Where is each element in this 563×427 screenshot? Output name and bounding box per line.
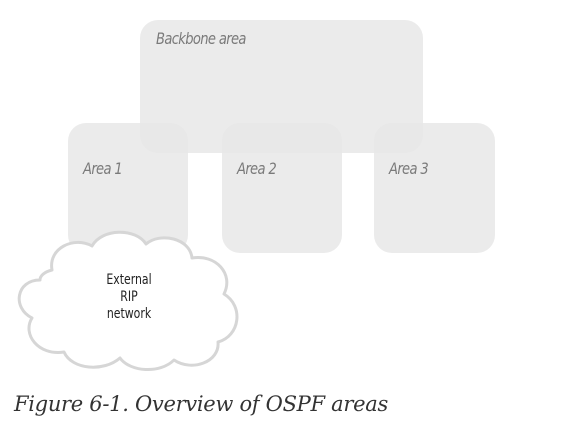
area-1-label: Area 1 [83, 159, 123, 178]
backbone-area-label: Backbone area [156, 29, 246, 48]
external-network-cloud-icon [17, 230, 239, 372]
area-1-box [68, 123, 188, 253]
network-line: network [106, 306, 152, 322]
area-3-box [374, 123, 495, 253]
area-2-label: Area 2 [237, 159, 277, 178]
ospf-areas-diagram: Backbone area Area 1 Area 2 Area 3 Exter… [17, 20, 495, 372]
area-2-box [222, 123, 342, 253]
figure-caption: Figure 6-1. Overview of OSPF areas [14, 392, 388, 416]
area-3-label: Area 3 [389, 159, 429, 178]
rip-line: RIP [120, 289, 138, 305]
external-rip-network-label: External RIP network [83, 272, 175, 323]
external-line: External [106, 272, 152, 288]
